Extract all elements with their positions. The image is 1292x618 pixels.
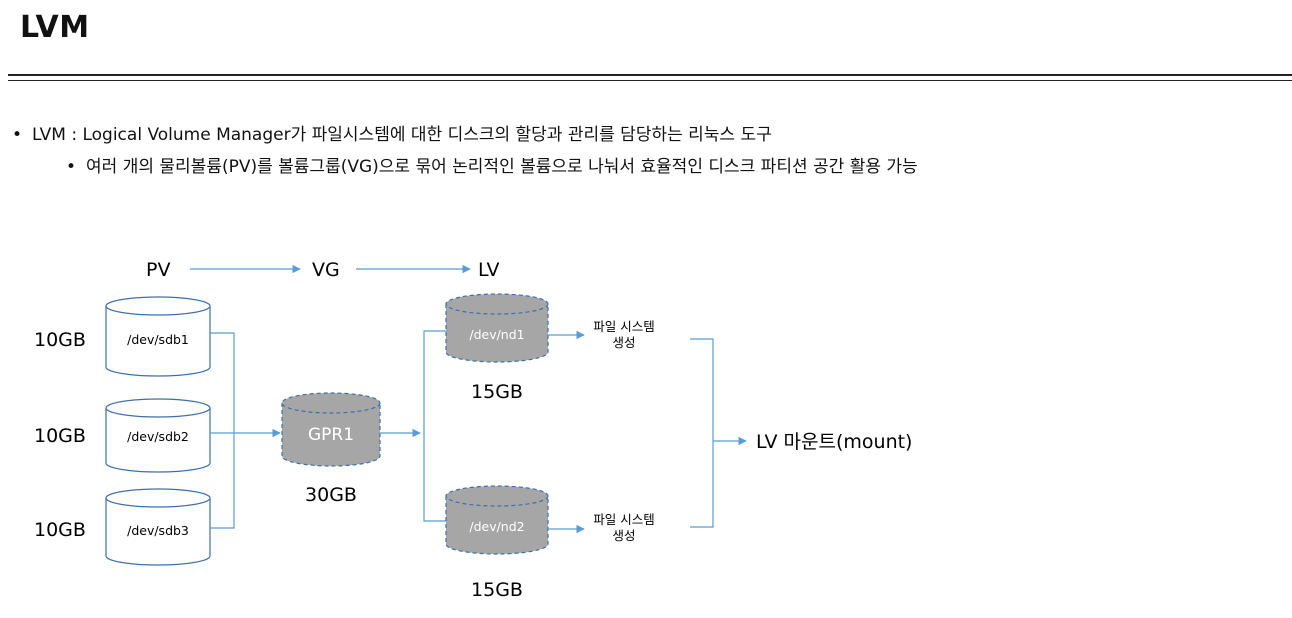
stage-label-pv: PV bbox=[146, 259, 170, 281]
fs-create-label-line2: 생성 bbox=[612, 528, 635, 543]
pv-disk-sdb2: /dev/sdb2 bbox=[105, 398, 211, 473]
mount-label: LV 마운트(mount) bbox=[756, 431, 912, 453]
pv-disk-sdb3: /dev/sdb3 bbox=[105, 488, 211, 566]
fs-create-label-line1: 파일 시스템 bbox=[593, 512, 654, 527]
title-divider bbox=[8, 74, 1292, 76]
lv-disk-nd1: /dev/nd1 bbox=[445, 293, 549, 363]
pv-size-label: 10GB bbox=[34, 329, 86, 351]
bullet-text: 여러 개의 물리볼륨(PV)를 볼륨그룹(VG)으로 묶어 논리적인 볼륨으로 … bbox=[86, 157, 918, 177]
bullet-text: LVM : Logical Volume Manager가 파일시스템에 대한 … bbox=[32, 125, 772, 145]
lv-device-label: /dev/nd1 bbox=[469, 327, 524, 342]
bullet-marker: • bbox=[12, 125, 23, 145]
pv-device-label: /dev/sdb2 bbox=[127, 429, 189, 444]
pv-size-label: 10GB bbox=[34, 519, 86, 541]
lv-disk-nd2: /dev/nd2 bbox=[445, 485, 549, 555]
bullet-marker: • bbox=[66, 157, 77, 177]
vg-size-label: 30GB bbox=[305, 484, 357, 506]
lv-split-connector bbox=[423, 330, 446, 522]
bullet-lvm-detail: • 여러 개의 물리볼륨(PV)를 볼륨그룹(VG)으로 묶어 논리적인 볼륨으로… bbox=[66, 152, 918, 177]
fs-create-label-line1: 파일 시스템 bbox=[593, 319, 654, 334]
pv-size-label: 10GB bbox=[34, 425, 86, 447]
page-title: LVM bbox=[20, 10, 90, 45]
vg-name-label: GPR1 bbox=[308, 425, 354, 445]
stage-label-lv: LV bbox=[478, 259, 500, 281]
mount-connector bbox=[690, 338, 714, 528]
pv-connector bbox=[210, 332, 235, 529]
fs-create-label-line2: 생성 bbox=[612, 335, 635, 350]
pv-device-label: /dev/sdb1 bbox=[127, 332, 189, 347]
lv-size-label: 15GB bbox=[471, 579, 523, 601]
bullet-lvm-definition: • LVM : Logical Volume Manager가 파일시스템에 대한… bbox=[12, 120, 772, 145]
lv-size-label: 15GB bbox=[471, 381, 523, 403]
vg-disk-gpr1: GPR1 bbox=[281, 392, 381, 467]
title-divider-thin bbox=[8, 80, 1292, 81]
lv-device-label: /dev/nd2 bbox=[469, 519, 524, 534]
pv-device-label: /dev/sdb3 bbox=[127, 523, 189, 538]
pv-disk-sdb1: /dev/sdb1 bbox=[105, 296, 211, 377]
stage-label-vg: VG bbox=[312, 259, 340, 281]
